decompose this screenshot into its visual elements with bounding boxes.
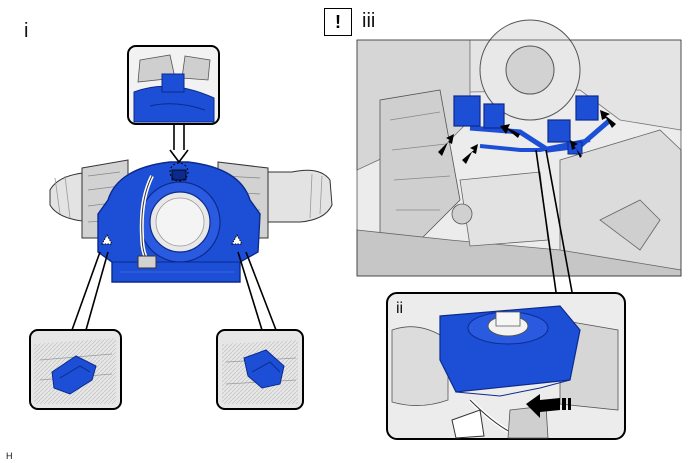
arrow-icon — [500, 124, 520, 138]
arrow-icon — [438, 134, 454, 156]
arrow-icon — [570, 140, 582, 158]
arrow-icon — [526, 394, 571, 418]
arrow-icon — [600, 110, 616, 128]
notice-icon: ! — [324, 8, 352, 36]
warning-triangle-icon — [101, 233, 113, 245]
installed-view — [356, 19, 682, 277]
notice-symbol: ! — [335, 11, 341, 32]
detail-view-ii — [386, 292, 626, 440]
detail-callout-left — [29, 251, 122, 410]
spiral-cable-assembly — [49, 159, 333, 283]
detail-callout-right — [216, 251, 304, 410]
warning-triangle-icon — [231, 233, 243, 245]
view-label-iii: iii — [362, 10, 376, 32]
arrow-icon — [462, 144, 478, 164]
footer-code: H — [6, 451, 13, 461]
view-label-ii: ii — [396, 300, 404, 317]
view-label-i: i — [24, 20, 29, 42]
detail-callout-top — [127, 45, 220, 164]
